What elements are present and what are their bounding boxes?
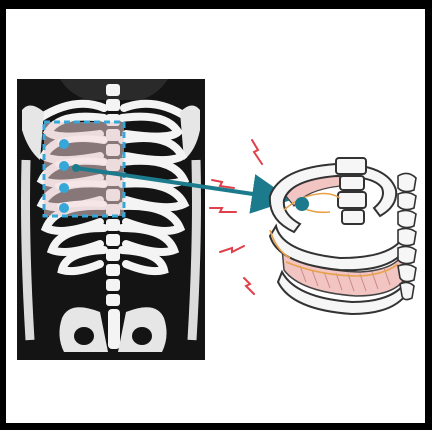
rib-cage-closeup-icon — [270, 158, 416, 314]
pain-spark-icon — [210, 140, 262, 294]
marker-dot — [59, 139, 69, 149]
marker-dot — [59, 161, 69, 171]
marker-dot — [59, 203, 69, 213]
marker-dot — [59, 183, 69, 193]
